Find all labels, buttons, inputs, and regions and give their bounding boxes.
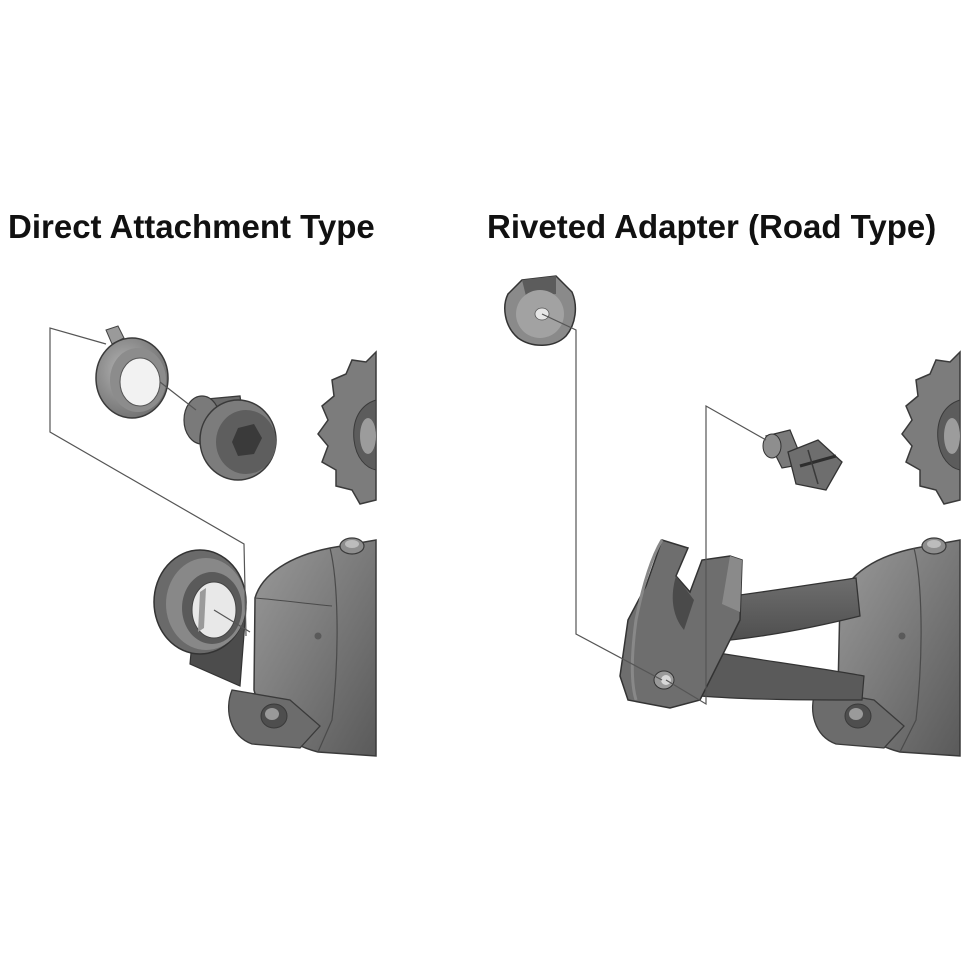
left-pulley-sprocket [317, 350, 377, 505]
left-derailleur-body [228, 537, 377, 757]
left-mount-eye [153, 549, 247, 687]
right-hanger-pin-bolt [762, 429, 843, 491]
right-adapter-cap [504, 275, 577, 346]
right-riveted-adapter-bracket [619, 539, 865, 709]
right-leader-lines [541, 313, 767, 706]
right-assembly [504, 275, 961, 757]
right-derailleur-body [812, 537, 961, 757]
title-direct-attachment: Direct Attachment Type [8, 208, 375, 245]
title-riveted-adapter: Riveted Adapter (Road Type) [487, 208, 937, 245]
left-leader-lines [49, 327, 251, 637]
left-assembly [49, 325, 377, 757]
left-mounting-bushing [183, 395, 277, 481]
left-lock-ring-washer [95, 325, 169, 419]
right-pulley-sprocket [901, 350, 961, 505]
